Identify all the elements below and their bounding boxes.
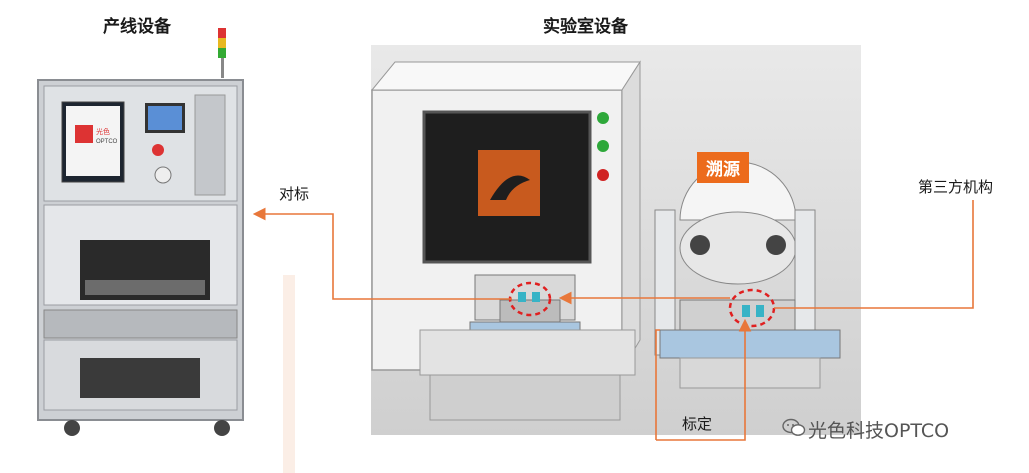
benchmark-arrow [252, 207, 512, 300]
calibrate-label: 标定 [682, 415, 713, 433]
monitor-logo-text: 光色 [96, 127, 110, 136]
third-party-label: 第三方机构 [918, 178, 994, 196]
third-party-connector [774, 200, 974, 309]
brand-watermark: 光色科技OPTCO [808, 420, 950, 442]
lab-equipment-title: 实验室设备 [543, 17, 628, 37]
calibrate-connector-left [655, 329, 660, 440]
wechat-icon [782, 418, 806, 436]
production-equipment-title: 产线设备 [103, 17, 171, 37]
production-line-machine: 光色 OPTCO [37, 28, 244, 436]
benchmark-label: 对标 [279, 185, 310, 203]
decorative-stripe [283, 275, 295, 473]
lab-machine [370, 60, 641, 421]
third-party-machine [654, 161, 841, 389]
monitor-logo-subtext: OPTCO [96, 139, 118, 145]
calibrate-arrow [656, 318, 752, 441]
trace-badge: 溯源 [697, 152, 749, 183]
